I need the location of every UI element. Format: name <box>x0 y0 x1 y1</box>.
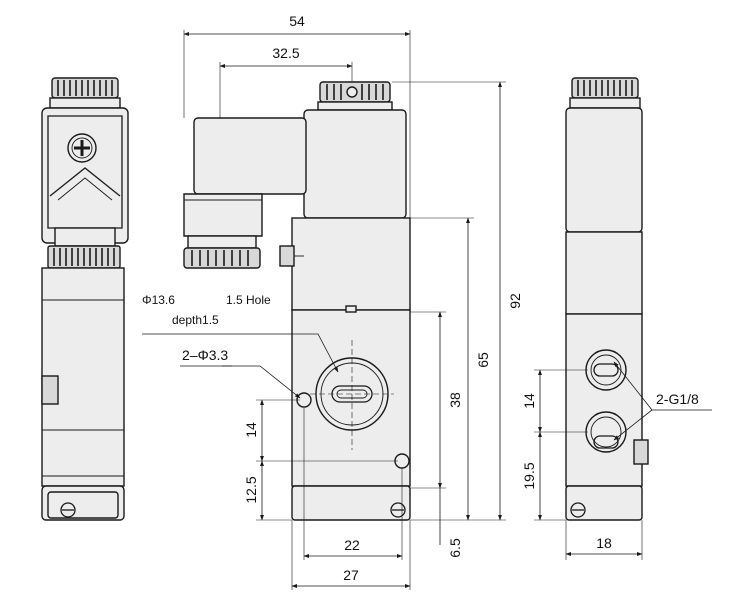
right-port-lower <box>585 411 627 453</box>
front-cap-screw <box>346 86 358 98</box>
dimension-lines <box>142 30 712 590</box>
left-view <box>41 77 129 521</box>
dim-54: 54 <box>289 13 305 29</box>
label-ports: 2-G1/8 <box>656 391 699 407</box>
dim-27: 27 <box>343 567 359 583</box>
dim-32-5: 32.5 <box>272 45 299 61</box>
front-upper-block <box>291 217 411 311</box>
leader-mount-holes <box>180 365 301 399</box>
right-upper-block <box>565 231 643 315</box>
front-connector-housing <box>193 117 307 195</box>
right-top-cap <box>571 77 639 99</box>
front-side-pin <box>279 245 295 267</box>
leader-phi-13-6 <box>142 333 339 373</box>
dim-6-5: 6.5 <box>447 538 463 558</box>
dim-18: 18 <box>596 535 612 551</box>
left-base-screw <box>60 502 76 518</box>
label-mount-holes: 2–Φ3.3 <box>182 347 228 363</box>
front-connector-lower <box>183 193 263 237</box>
dim-14-right: 14 <box>521 393 537 409</box>
phillips-screw-icon <box>67 133 97 163</box>
label-hole: 1.5 Hole <box>226 293 271 307</box>
leader-ports-lower <box>613 409 653 441</box>
right-coil <box>565 107 643 233</box>
right-side-pin <box>633 439 649 465</box>
left-side-pin <box>41 375 59 405</box>
front-gland-nut <box>183 247 261 269</box>
dim-12-5: 12.5 <box>243 476 259 503</box>
dim-19-5: 19.5 <box>521 462 537 489</box>
left-top-cap-knurl <box>57 80 113 96</box>
left-connector-face <box>47 115 123 229</box>
right-lower-body <box>565 313 643 487</box>
label-depth: depth1.5 <box>172 313 219 327</box>
left-gland-neck <box>54 227 116 247</box>
front-coil <box>303 109 407 219</box>
right-base-screw <box>570 502 586 518</box>
right-view <box>565 77 649 521</box>
left-top-cap <box>51 77 119 99</box>
left-cap-collar <box>49 97 121 109</box>
front-view <box>183 81 411 521</box>
dimension-labels: 54 32.5 92 65 38 6.5 14 12.5 22 27 14 19… <box>142 13 699 583</box>
dim-38: 38 <box>447 392 463 408</box>
label-phi-13-6: Φ13.6 <box>142 293 175 307</box>
dim-22: 22 <box>344 537 360 553</box>
dim-14-front: 14 <box>243 422 259 438</box>
dim-65: 65 <box>475 352 491 368</box>
left-connector-chevron <box>49 167 121 197</box>
dim-92: 92 <box>507 293 523 309</box>
front-gland-neck <box>187 235 257 249</box>
front-base <box>291 485 411 521</box>
left-coil <box>41 107 129 244</box>
right-port-upper <box>585 349 627 391</box>
